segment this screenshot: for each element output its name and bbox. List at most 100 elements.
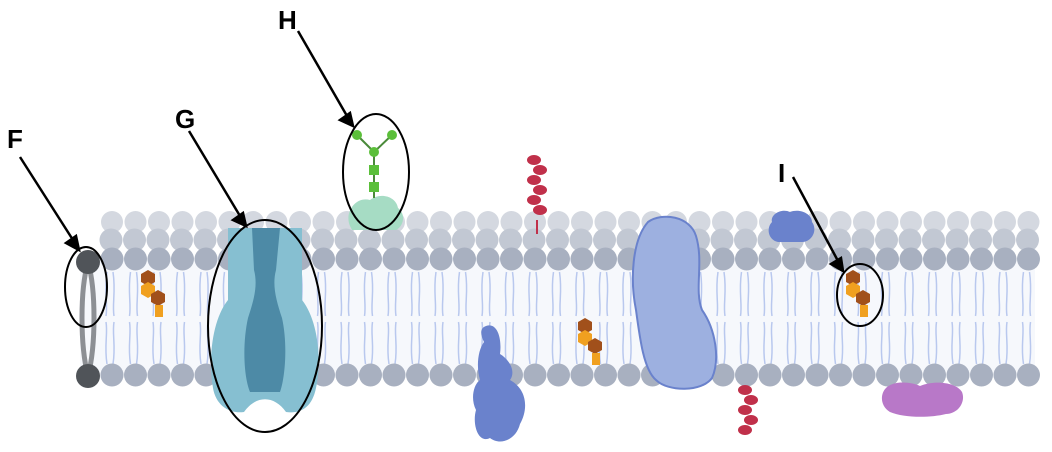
lipid-head-middle [969,228,992,252]
helix-turn [527,175,541,185]
lipid-tail [810,321,813,365]
lipid-head [100,247,124,271]
lipid-tail [387,321,390,365]
lipid-head-middle [452,228,475,252]
purple-peripheral-protein [881,382,964,417]
lipid-tail [605,271,609,317]
lipid-tail [410,321,414,365]
lipid-head [758,363,782,387]
lipid-tail [840,321,844,365]
lipid-head [594,247,617,271]
lipid-tail [551,321,555,365]
lipid-head [171,363,194,387]
callout-circle-f [64,246,108,328]
lipid-tail [927,321,931,365]
lipid-tail [175,321,179,365]
lipid-head [805,247,829,271]
helix-turn [738,425,752,435]
lipid-tail [199,271,202,317]
lipid-head-back [900,211,922,233]
lipid-tail [347,271,350,317]
lipid-head-middle [616,228,640,252]
lipid-tail [746,271,750,317]
callout-circle-h [342,113,410,231]
lipid-head-back [453,211,476,233]
lipid-tail [927,271,931,317]
lipid-tail [904,271,907,317]
lipid-tail [105,321,108,365]
lipid-head-middle [1016,228,1039,252]
lipid-tail [629,321,632,365]
lipid-tail [880,321,884,365]
lipid-tail [716,321,719,365]
peripheral-protein-lower [473,325,526,442]
lipid-tail [880,271,884,317]
lipid-head [923,247,946,271]
lipid-tail [793,321,797,365]
lipid-head-back [735,211,758,233]
lipid-tail [887,271,891,317]
lipid-tail [457,271,461,317]
helix-turn [533,185,547,195]
lipid-head [829,363,852,387]
channel-protein [210,228,319,413]
lipid-head [899,247,923,271]
lipid-head-middle [851,228,875,252]
lipid-tail [770,321,773,365]
lipid-head [923,363,946,387]
label-i: I [778,158,785,188]
lipid-tail [786,271,790,317]
lipid-tail [739,271,743,317]
lipid-tail [833,321,837,365]
lipid-tail [182,321,186,365]
lipid-tail [511,321,515,365]
lipid-head-middle [334,228,358,252]
lipid-tail [575,271,578,317]
lipid-tail [464,321,468,365]
cholesterol-ring [578,318,592,334]
lipid-tail [323,321,327,365]
lipid-tail [911,271,914,317]
lipid-tail [716,271,719,317]
lipid-tail [441,321,444,365]
lipid-tail [1028,321,1032,365]
lipid-head-back [923,211,946,233]
lipid-tail [135,321,139,365]
lipid-tail [629,271,632,317]
helix-turn [744,415,758,425]
lipid-head [876,247,899,271]
lipid-tail [1028,271,1032,317]
lipid-tail [793,271,797,317]
lipid-tail [182,271,186,317]
lipid-head-back [195,211,217,233]
label-f: F [7,124,23,154]
lipid-head [711,247,735,271]
lipid-tail [723,271,726,317]
lipid-head-back [712,211,734,233]
lipid-head-middle [569,228,593,252]
lipid-tail [934,271,938,317]
lipid-tail [598,271,602,317]
lipid-tail [504,271,508,317]
lipid-head [453,363,476,387]
lipid-head [1017,247,1040,271]
lipid-head-middle [734,228,757,252]
lipid-head-back [500,211,523,233]
lipid-tail [112,321,115,365]
lipid-head-back [171,211,194,233]
cholesterol-ring [846,270,860,286]
lipid-head-middle [146,228,170,252]
lipid-tail [605,321,609,365]
lipid-head [335,247,359,271]
lipid-head [359,363,382,387]
lipid-head-back [618,211,640,233]
lipid-head-back [1017,211,1040,233]
lipid-head-back [994,211,1016,233]
lipid-tail [464,271,468,317]
lipid-head [1017,363,1040,387]
lipid-tail [128,321,132,365]
lipid-head [476,247,500,271]
lipid-tail [535,321,538,365]
lipid-head [453,247,476,271]
